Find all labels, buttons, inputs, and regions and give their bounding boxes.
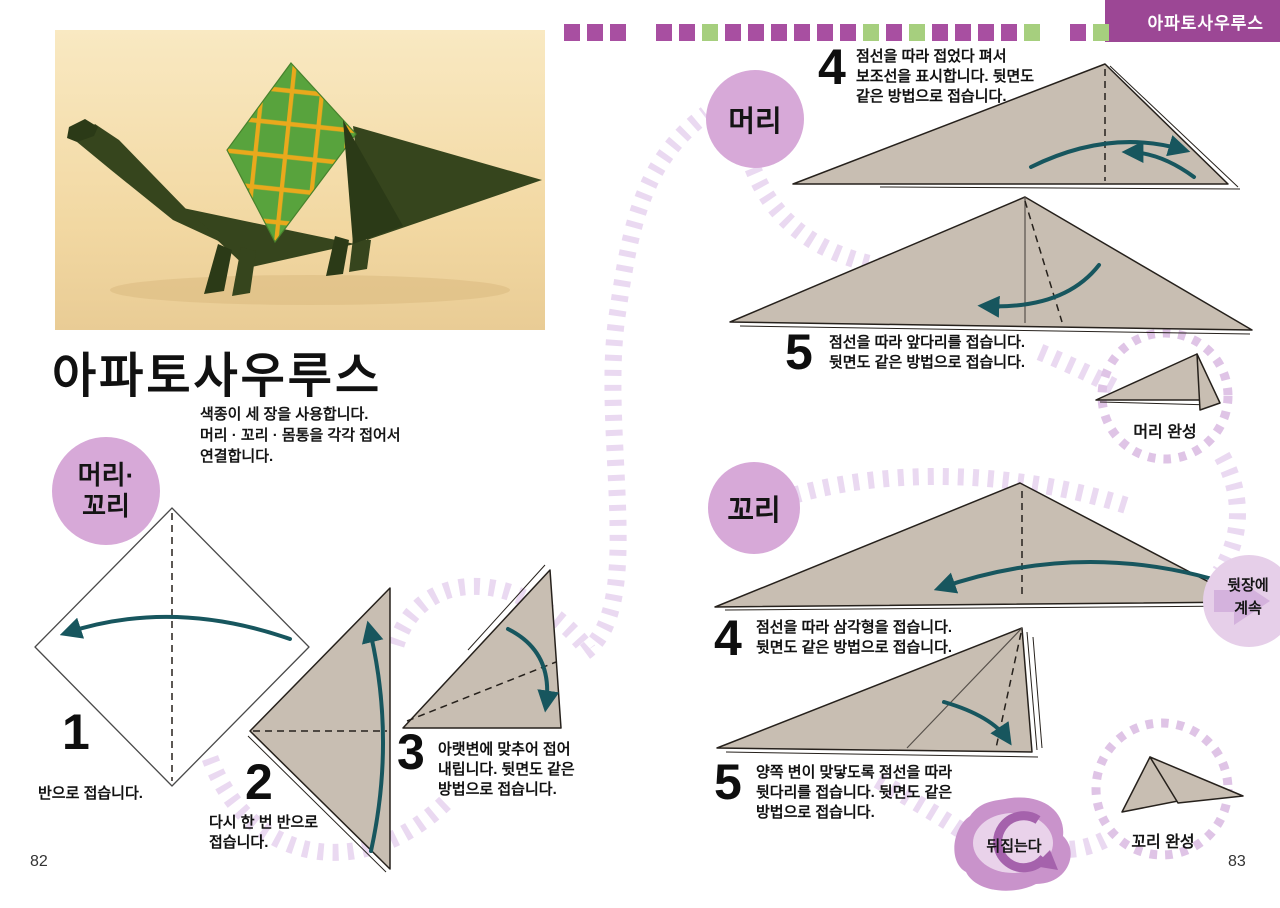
- fold-arrow-icon: [977, 263, 1101, 318]
- fold-arrow-icon: [506, 627, 560, 713]
- decor-square: [840, 24, 856, 41]
- fold-arrow-icon: [59, 614, 292, 641]
- decor-square: [817, 24, 833, 41]
- step3-caption: 아랫변에 맞추어 접어 내립니다. 뒷면도 같은 방법으로 접습니다.: [438, 741, 575, 798]
- decor-square: [886, 24, 902, 41]
- tail-complete-figure: [1121, 756, 1244, 813]
- tail-step5-diagram: [716, 627, 1043, 758]
- page-number-right: 83: [1228, 853, 1246, 870]
- intro-text: 색종이 세 장을 사용합니다. 머리 · 꼬리 · 몸통을 각각 접어서 연결합…: [200, 406, 401, 465]
- continue-arrow-icon: [1214, 577, 1270, 625]
- photo-origami-dinosaur: [55, 30, 545, 330]
- step3-diagram: [402, 564, 562, 729]
- decor-square: [679, 24, 695, 41]
- decor-square: [725, 24, 741, 41]
- decor-square: [587, 24, 603, 41]
- tail-complete-label: 꼬리 완성: [1131, 834, 1195, 851]
- tail-step5-caption: 양쪽 변이 맞닿도록 점선을 따라 뒷다리를 접습니다. 뒷면도 같은 방법으로…: [756, 764, 953, 821]
- valley-fold-line: [1024, 200, 1063, 323]
- decor-square: [1024, 24, 1040, 41]
- fold-arrow-icon: [1029, 135, 1191, 169]
- tail-step4-caption: 점선을 따라 삼각형을 접습니다. 뒷면도 같은 방법으로 접습니다.: [756, 619, 953, 656]
- badge-tail: 꼬리: [708, 462, 800, 554]
- fold-arrow-icon: [942, 700, 1012, 746]
- decor-square: [702, 24, 718, 41]
- flip-blob-icon: [954, 797, 1071, 891]
- decor-square: [955, 24, 971, 41]
- step3-number: 3: [397, 724, 425, 780]
- chapter-tab-label: 아파토사우루스: [1147, 13, 1264, 33]
- step2-caption: 다시 한 번 반으로 접습니다.: [209, 814, 319, 851]
- decor-square: [656, 24, 672, 41]
- step1-number: 1: [62, 704, 90, 760]
- step2-number: 2: [245, 754, 273, 810]
- tail-step5-number: 5: [714, 754, 742, 810]
- decor-square: [978, 24, 994, 41]
- decor-strip: [564, 24, 1109, 41]
- decor-square: [610, 24, 626, 41]
- decor-square: [1001, 24, 1017, 41]
- badge-head: 머리: [706, 70, 804, 168]
- decor-square: [771, 24, 787, 41]
- head-complete-label: 머리 완성: [1133, 424, 1197, 441]
- badge-head-tail: 머리· 꼬리: [52, 437, 160, 545]
- continue-next-page-icon: [1203, 555, 1280, 647]
- decor-square: [1093, 24, 1109, 41]
- step2-diagram: [247, 587, 391, 873]
- decor-square: [1070, 24, 1086, 41]
- fold-arrow-icon: [361, 620, 385, 853]
- decor-square: [564, 24, 580, 41]
- head-complete-figure: [1095, 353, 1221, 411]
- flip-label: 뒤집는다: [986, 838, 1042, 855]
- tail-step4-number: 4: [714, 610, 742, 666]
- head-step4-caption: 점선을 따라 접었다 펴서 보조선을 표시합니다. 뒷면도 같은 방법으로 접습…: [856, 48, 1035, 105]
- head-step5-number: 5: [785, 324, 813, 380]
- decor-square: [794, 24, 810, 41]
- chapter-tab: 아파토사우루스: [1105, 0, 1280, 42]
- dinosaur-photo-art: [55, 30, 545, 330]
- head-step4-number: 4: [818, 39, 846, 95]
- head-step4-diagram: [792, 63, 1241, 190]
- decor-square: [748, 24, 764, 41]
- head-step5-caption: 점선을 따라 앞다리를 접습니다. 뒷면도 같은 방법으로 접습니다.: [829, 334, 1026, 371]
- decor-square: [863, 24, 879, 41]
- step1-caption: 반으로 접습니다.: [38, 785, 143, 802]
- continue-note: 뒷장에 계속: [1227, 577, 1269, 617]
- head-step5-diagram: [729, 196, 1253, 335]
- valley-fold-line: [406, 661, 557, 722]
- page-number-left: 82: [30, 853, 48, 870]
- decor-square: [909, 24, 925, 41]
- page-title: 아파토사우루스: [52, 350, 383, 403]
- unfold-arrow-icon: [1121, 141, 1196, 179]
- decor-square: [932, 24, 948, 41]
- step1-diagram: [34, 507, 310, 787]
